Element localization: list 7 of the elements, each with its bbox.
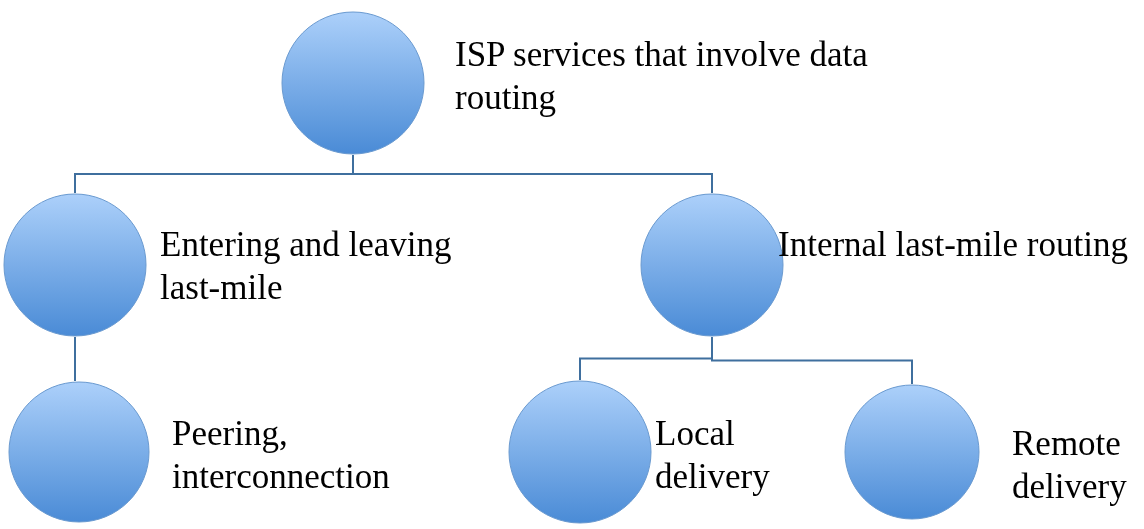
connector-line (74, 336, 76, 382)
node-label: ISP services that involve data routing (455, 34, 869, 119)
node-label: Entering and leaving last-mile (160, 224, 453, 309)
node-label: Internal last-mile routing (778, 224, 1129, 266)
node-label: Remote delivery (1012, 423, 1128, 508)
node-label: Local delivery (655, 413, 771, 498)
node-label: Peering, interconnection (172, 413, 391, 498)
